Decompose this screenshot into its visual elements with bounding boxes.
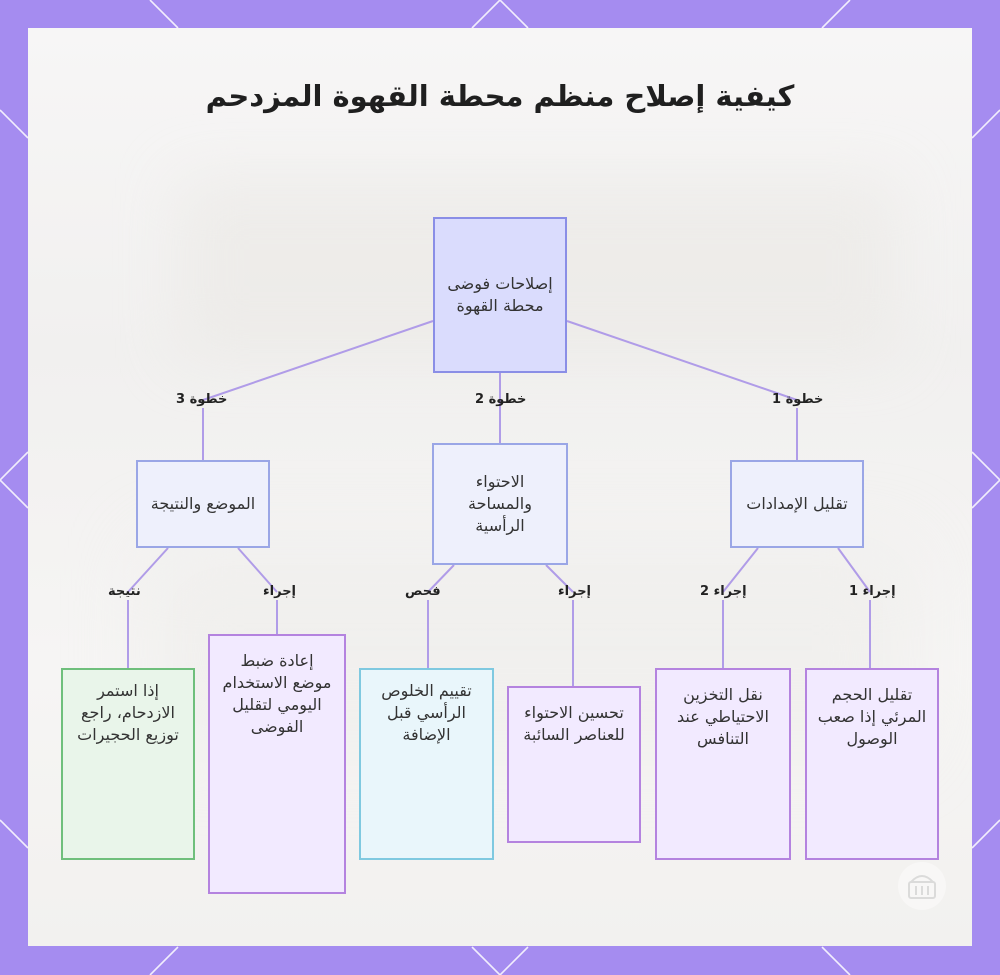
leaf4-node: تقييم الخلوص الرأسي قبل الإضافة [359,668,494,860]
step1-node-label: تقليل الإمدادات [746,494,848,513]
edge-label-action3: إجراء [558,584,592,599]
watermark-logo-icon [898,862,946,910]
edge-step2-leaf3 [545,564,574,593]
step3-node: الموضع والنتيجة [136,460,270,548]
edge-label-step3: خطوة 3 [176,392,228,407]
edge-label-check: فحص [405,584,441,599]
edge-label-step1: خطوة 1 [772,392,824,407]
diagram-title: كيفية إصلاح منظم محطة القهوة المزدحم [205,79,795,113]
leaf6-node: إذا استمر الازدحام، راجع توزيع الحجيرات [61,668,195,860]
step2-node: الاحتواء والمساحة الرأسية [432,443,568,565]
edge-root-step3 [202,320,434,401]
leaf2-node: نقل التخزين الاحتياطي عند التنافس [655,668,791,860]
edge-step2-leaf4 [427,564,455,593]
leaf5-node: إعادة ضبط موضع الاستخدام اليومي لتقليل ا… [208,634,346,894]
step1-node: تقليل الإمدادات [730,460,864,548]
leaf1-node: تقليل الحجم المرئي إذا صعب الوصول [805,668,939,860]
edge-label-action1: إجراء 1 [849,584,896,599]
step3-node-label: الموضع والنتيجة [150,494,256,513]
step2-node-label: الاحتواء والمساحة الرأسية [468,472,532,535]
leaf2-node-label: نقل التخزين الاحتياطي عند التنافس [677,685,769,748]
edge-step1-leaf1 [837,547,871,593]
edge-step3-leaf6 [127,547,169,593]
leaf4-node-label: تقييم الخلوص الرأسي قبل الإضافة [381,681,472,744]
edge-step3-leaf5 [237,547,278,593]
leaf6-node-label: إذا استمر الازدحام، راجع توزيع الحجيرات [77,681,179,744]
edge-root-step1 [566,320,798,401]
edge-label-action4: إجراء [263,584,297,599]
edge-label-step2: خطوة 2 [475,392,527,407]
root-node: إصلاحات فوضى محطة القهوة [433,217,567,373]
edge-label-action2: إجراء 2 [700,584,747,599]
leaf5-node-label: إعادة ضبط موضع الاستخدام اليومي لتقليل ا… [222,651,332,736]
edge-label-result: نتيجة [108,584,141,599]
leaf1-node-label: تقليل الحجم المرئي إذا صعب الوصول [817,685,927,748]
edge-step1-leaf2 [722,547,759,593]
leaf3-node: تحسين الاحتواء للعناصر السائبة [507,686,641,843]
leaf3-node-label: تحسين الاحتواء للعناصر السائبة [523,703,625,744]
root-node-label: إصلاحات فوضى محطة القهوة [447,274,553,315]
